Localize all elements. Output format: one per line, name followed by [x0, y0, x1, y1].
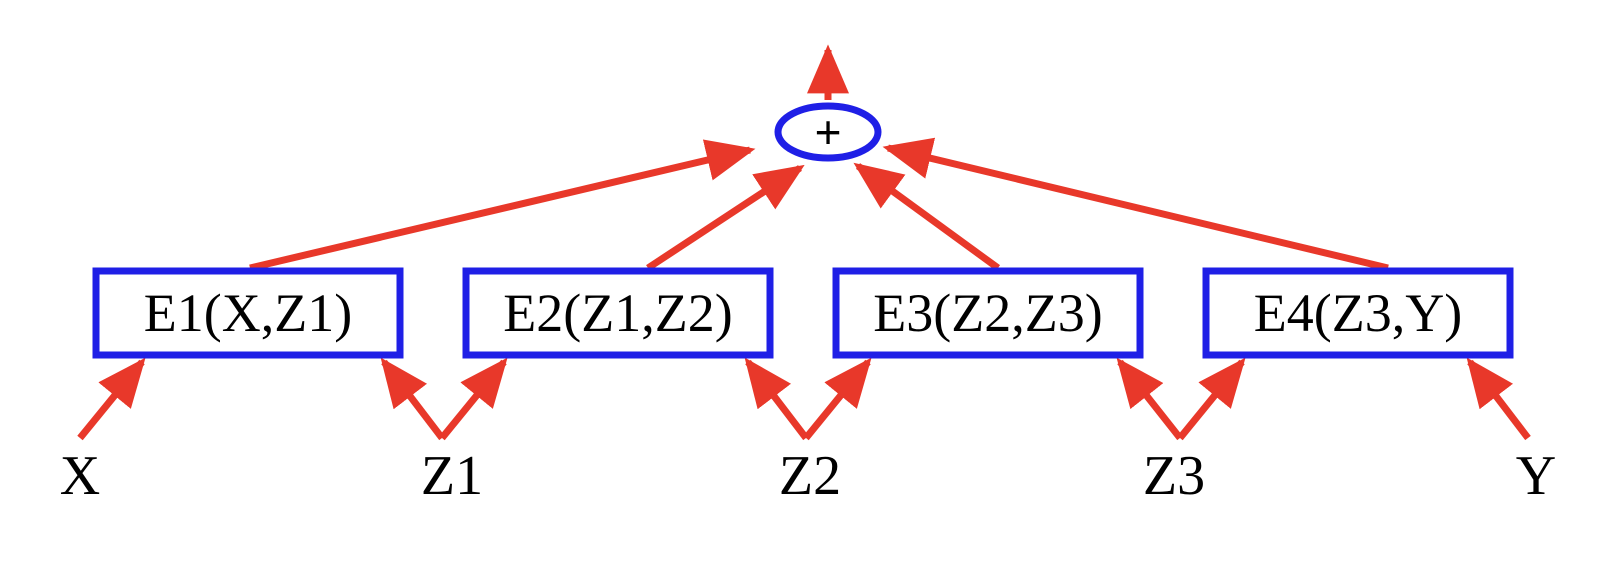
sum-node-ellipse [774, 102, 882, 162]
variable-to-factor-edges [77, 357, 1531, 441]
variable-y: Y [1516, 445, 1556, 507]
variable-z2: Z2 [779, 445, 841, 507]
variable-z3: Z3 [1143, 445, 1205, 507]
edge-z1-to-e2 [439, 357, 508, 441]
variable-z1: Z1 [421, 445, 483, 507]
factor-e3-label: E3(Z2,Z3) [873, 283, 1102, 343]
factor-e2: E2(Z1,Z2) [462, 267, 774, 359]
factor-e4-box [1202, 267, 1514, 359]
factor-e1: E1(X,Z1) [92, 267, 404, 359]
sum-node-label: + [815, 106, 842, 158]
factor-e3: E3(Z2,Z3) [832, 267, 1144, 359]
factor-e1-box [92, 267, 404, 359]
factor-e2-box [462, 267, 774, 359]
factor-to-sum-edges [249, 137, 1389, 272]
edge-y-to-e4 [1466, 357, 1531, 441]
factor-e4: E4(Z3,Y) [1202, 267, 1514, 359]
edge-x-to-e1 [77, 357, 146, 441]
sum-node: + [774, 102, 882, 162]
variable-x: X [60, 445, 100, 507]
edge-e1-to-sum [249, 139, 756, 272]
edge-e4-to-sum [882, 137, 1389, 272]
edge-e2-to-sum [646, 164, 805, 271]
factor-e4-label: E4(Z3,Y) [1254, 283, 1462, 343]
factor-e2-label: E2(Z1,Z2) [503, 283, 732, 343]
factor-e3-box [832, 267, 1144, 359]
variables: X Z1 Z2 Z3 Y [60, 445, 1556, 507]
edge-e3-to-sum [853, 162, 1001, 271]
edge-z3-to-e4 [1177, 357, 1246, 441]
factor-e1-label: E1(X,Z1) [144, 283, 352, 343]
edge-z2-to-e2 [744, 357, 809, 441]
edge-z1-to-e1 [380, 357, 445, 441]
edge-z2-to-e3 [803, 357, 872, 441]
edge-z3-to-e3 [1116, 357, 1183, 441]
